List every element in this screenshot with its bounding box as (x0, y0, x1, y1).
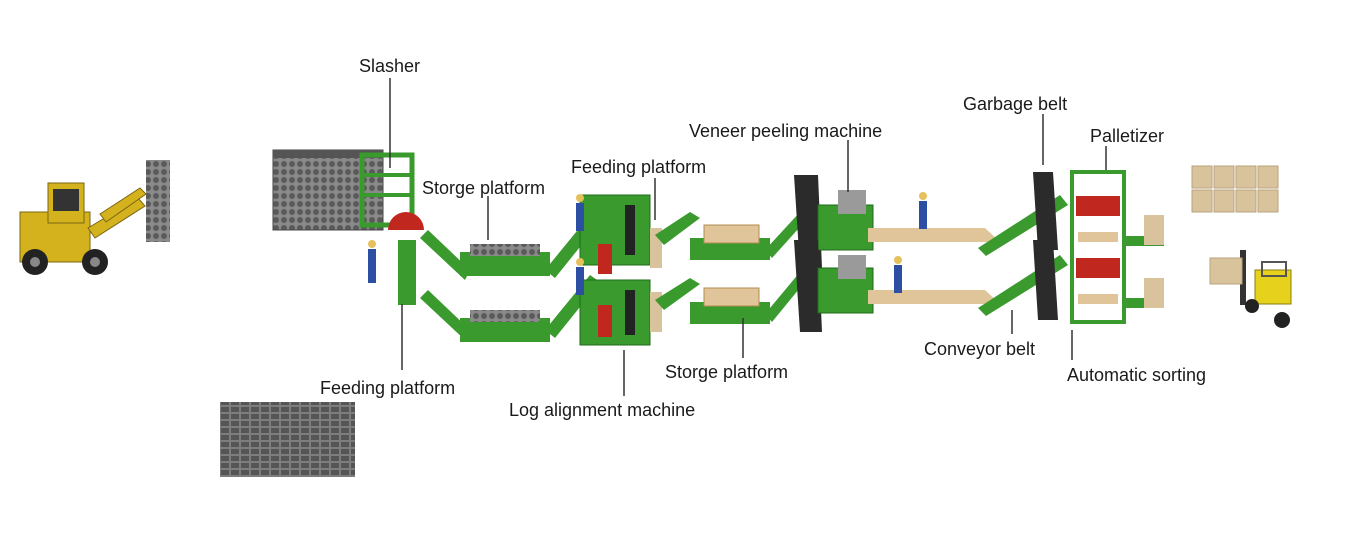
top-production-line (420, 172, 1068, 280)
label-veneer-peeling-machine: Veneer peeling machine (689, 121, 883, 141)
label-feeding-platform-top: Feeding platform (571, 157, 707, 177)
log-pile (272, 149, 384, 231)
slasher-machine (359, 152, 424, 305)
workers (368, 192, 927, 295)
log-stack (220, 402, 355, 477)
label-slasher: Slasher (359, 56, 421, 76)
palletizer-machine (1070, 170, 1164, 324)
label-storge-platform-bottom: Storge platform (665, 362, 789, 382)
forklift (1209, 250, 1292, 328)
label-palletizer: Palletizer (1090, 126, 1165, 146)
product-boxes (1191, 165, 1279, 213)
leader-lines (389, 78, 1107, 396)
label-log-alignment-machine: Log alignment machine (509, 400, 696, 420)
label-garbage-belt: Garbage belt (963, 94, 1068, 114)
label-automatic-sorting: Automatic sorting (1067, 365, 1207, 385)
label-storge-platform-top: Storge platform (422, 178, 546, 198)
label-feeding-platform-bottom: Feeding platform (320, 378, 456, 398)
wheel-loader (19, 160, 170, 275)
bottom-production-line (420, 240, 1068, 346)
label-conveyor-belt: Conveyor belt (924, 339, 1036, 359)
